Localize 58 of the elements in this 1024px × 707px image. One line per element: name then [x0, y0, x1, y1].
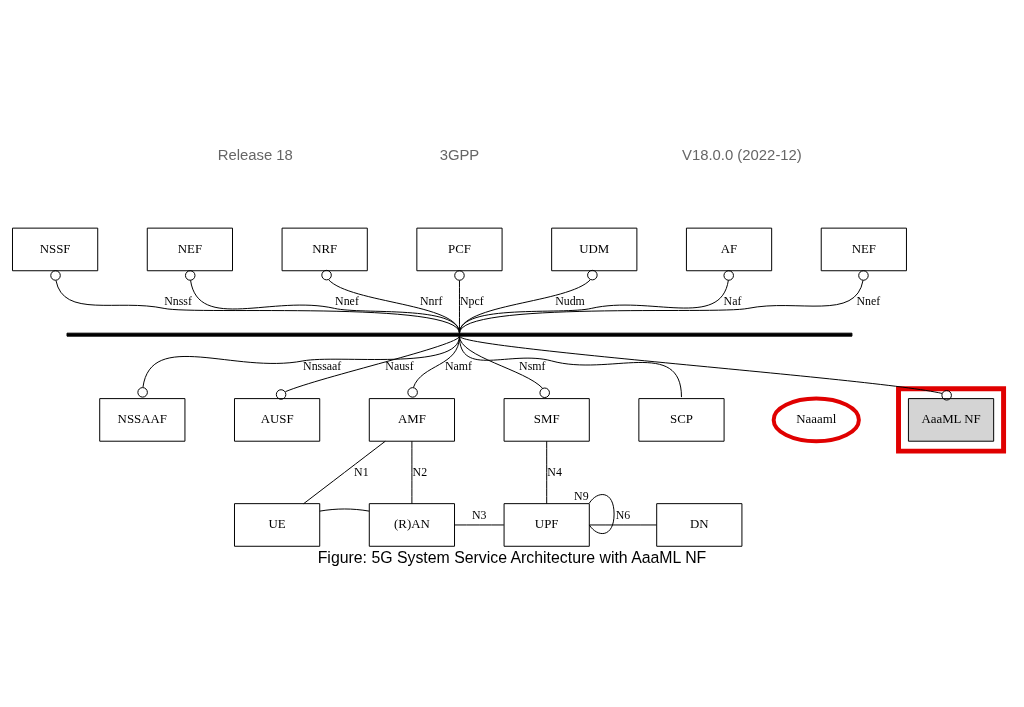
connector — [458, 335, 952, 401]
edge-label: Npcf — [459, 294, 484, 309]
connector — [184, 270, 460, 334]
edge-label: Nsmf — [519, 359, 546, 374]
edge-label: N1 — [354, 464, 369, 479]
connector — [454, 524, 505, 526]
label: V18.0.0 (2022-12) — [682, 146, 802, 163]
node-box: AaaML NF — [907, 398, 995, 442]
edge-label: Nnef — [856, 294, 881, 309]
connector — [411, 440, 413, 505]
edge-label: Nnssf — [164, 294, 192, 309]
edge-label: Nnrf — [420, 294, 443, 309]
node-box: DN — [656, 503, 743, 547]
connector — [137, 335, 460, 398]
edge-label: Naf — [723, 294, 742, 309]
caption: Figure: 5G System Service Architecture with AaaML NF — [317, 548, 707, 566]
node-box: NEF — [820, 227, 907, 272]
connector — [275, 335, 460, 400]
node-bar — [66, 332, 853, 337]
connector — [546, 440, 548, 505]
connector — [50, 270, 460, 334]
node-ellipse: Naaaml — [771, 396, 861, 444]
node-box: SMF — [503, 398, 590, 442]
connector — [321, 269, 460, 334]
connector — [589, 524, 657, 526]
edge-label: Nausf — [385, 359, 414, 374]
edge-label: N3 — [472, 507, 487, 522]
connector — [588, 494, 615, 535]
label: Release 18 — [217, 146, 293, 163]
edge-label: N2 — [412, 464, 428, 479]
node-box: NEF — [146, 227, 233, 272]
label: 3GPP — [439, 146, 480, 163]
edge-label: Nnssaaf — [303, 359, 342, 374]
cluster — [896, 386, 1007, 454]
node-box: PCF — [416, 227, 503, 272]
node-box: AF — [685, 227, 773, 272]
edge-label: N9 — [574, 488, 589, 503]
connector — [458, 335, 550, 399]
edge-label: N6 — [615, 507, 631, 522]
node-box: AMF — [368, 398, 455, 442]
edge-label: Namf — [444, 359, 472, 374]
edge-label: Nnef — [335, 294, 359, 309]
node-box: UPF — [503, 503, 590, 547]
connector — [458, 270, 869, 334]
connector — [303, 440, 386, 505]
edge-label: N4 — [547, 464, 562, 479]
node-box: UE — [234, 503, 321, 547]
node-box: SCP — [638, 398, 725, 442]
connector — [458, 270, 734, 334]
node-box: (R)AN — [368, 503, 455, 547]
node-box: NSSAAF — [99, 398, 186, 442]
connector — [458, 335, 682, 398]
connector — [319, 508, 370, 512]
node-box: NSSF — [12, 227, 99, 272]
node-box: NRF — [281, 227, 368, 272]
node-box: UDM — [551, 227, 638, 272]
node-box: AUSF — [234, 398, 321, 442]
edge-label: Nudm — [555, 294, 585, 309]
